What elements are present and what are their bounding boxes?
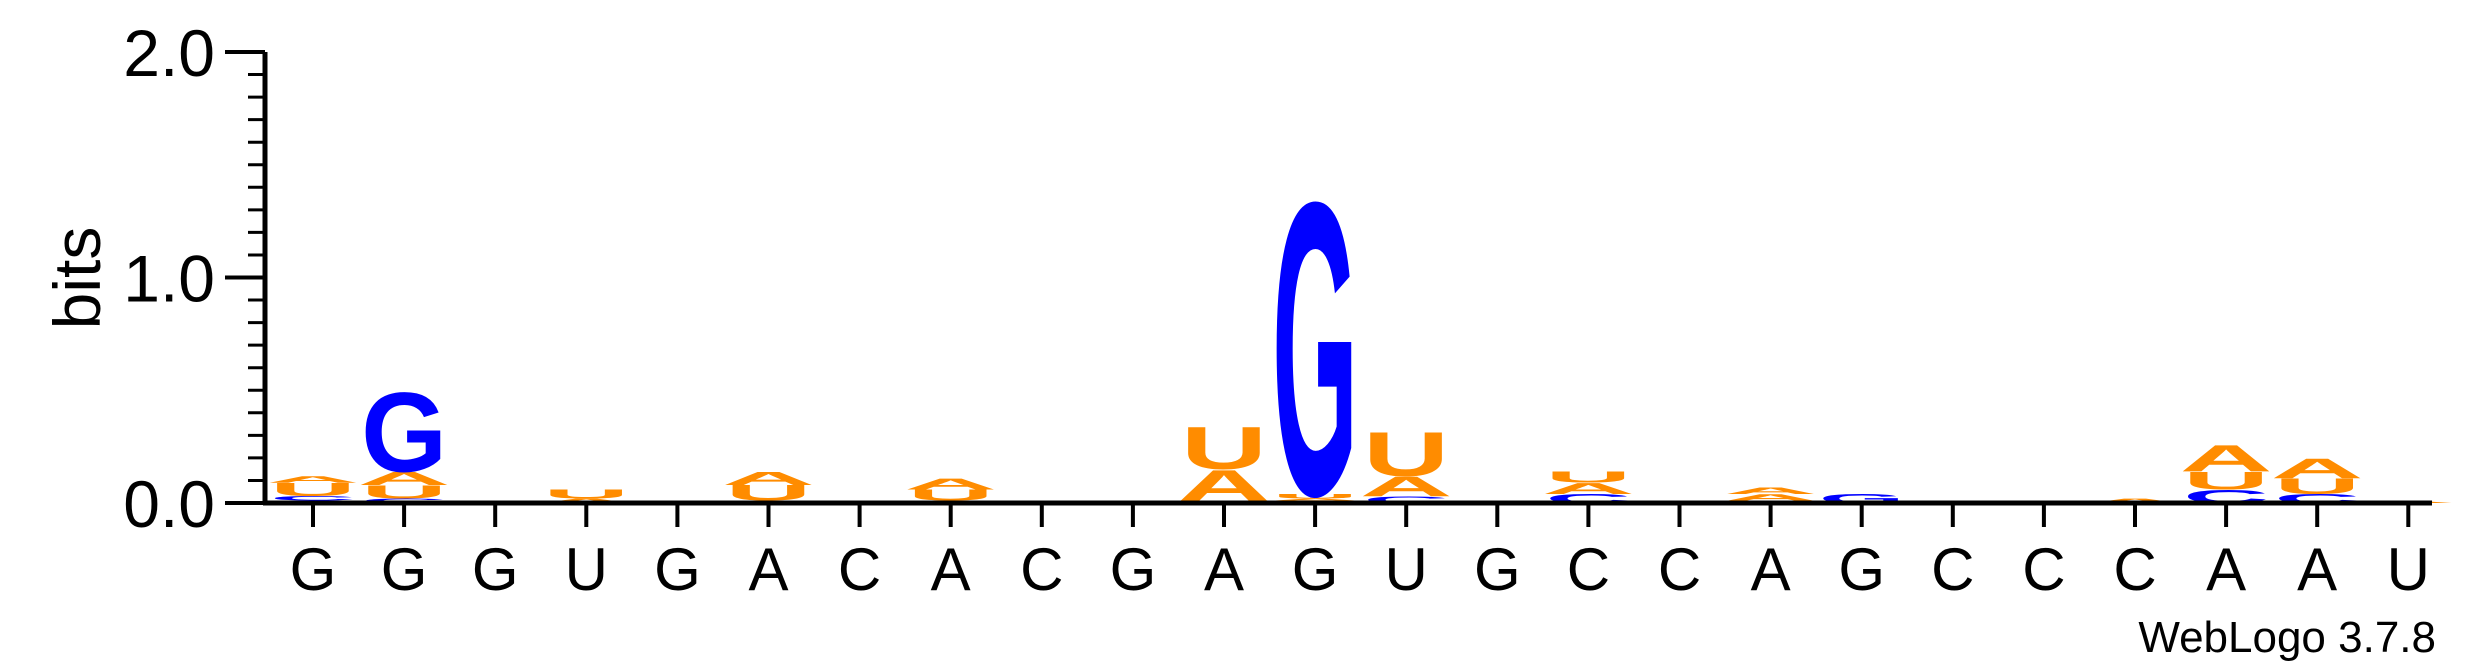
position-label: G	[1110, 536, 1157, 603]
logo-letter-A: A	[266, 474, 359, 485]
position-label: U	[2387, 536, 2430, 603]
logo-letter-U: U	[2183, 467, 2269, 495]
logo-letter-U: U	[908, 487, 994, 505]
logo-letter-A: A	[358, 468, 451, 489]
position-label: G	[290, 536, 337, 603]
position-label: G	[1838, 536, 1885, 603]
position-label: A	[1204, 536, 1244, 603]
position-label: U	[565, 536, 608, 603]
position-label: A	[2206, 536, 2246, 603]
position-label: C	[1658, 536, 1701, 603]
logo-letter-U: U	[1363, 420, 1449, 490]
logo-letter-A: A	[2271, 452, 2364, 484]
position-label: C	[838, 536, 881, 603]
logo-letter-A: A	[2180, 438, 2273, 480]
position-label: A	[748, 536, 788, 603]
y-axis-title: bits	[40, 227, 114, 330]
position-label: U	[1385, 536, 1428, 603]
position-label: C	[2113, 536, 2156, 603]
logo-letter-C: C	[270, 495, 356, 502]
y-tick-label: 0.0	[123, 467, 215, 541]
logo-letter-U: U	[2274, 474, 2360, 499]
logo-letters: ACUACUAGAUCUAAUACAUCAUGCAUCAUUAAGACUACUA…	[266, 115, 2454, 583]
logo-letter-G: G	[361, 369, 447, 496]
position-label: C	[1020, 536, 1063, 603]
logo-letter-A: A	[1724, 486, 1817, 497]
position-label: G	[654, 536, 701, 603]
logo-letter-A: A	[904, 475, 997, 492]
y-axis: 0.0 1.0 2.0	[123, 16, 268, 541]
logo-letter-U: U	[361, 482, 447, 503]
y-tick-label: 2.0	[123, 16, 215, 90]
position-label: A	[1751, 536, 1791, 603]
position-label: G	[381, 536, 428, 603]
weblogo-credit: WebLogo 3.7.8	[2138, 613, 2436, 662]
y-tick-label: 1.0	[123, 242, 215, 316]
logo-letter-A: A	[1269, 498, 1362, 502]
position-label: G	[472, 536, 519, 603]
position-label: G	[1474, 536, 1521, 603]
logo-letter-U: U	[270, 479, 356, 500]
logo-letter-A: A	[722, 468, 815, 489]
position-label: A	[2297, 536, 2337, 603]
position-label: A	[931, 536, 971, 603]
logo-letter-A: A	[1542, 480, 1635, 497]
position-label: C	[1567, 536, 1610, 603]
logo-letter-U: U	[1545, 469, 1631, 487]
logo-letter-A: A	[1360, 470, 1453, 502]
position-label: G	[1292, 536, 1339, 603]
position-label: C	[2022, 536, 2065, 603]
logo-letter-U: U	[1272, 493, 1358, 500]
logo-letter-U: U	[1181, 415, 1267, 482]
logo-letter-C: C	[1363, 494, 1449, 505]
logo-letter-U: U	[543, 487, 629, 501]
logo-letter-A: A	[1724, 492, 1817, 503]
position-label: C	[1931, 536, 1974, 603]
